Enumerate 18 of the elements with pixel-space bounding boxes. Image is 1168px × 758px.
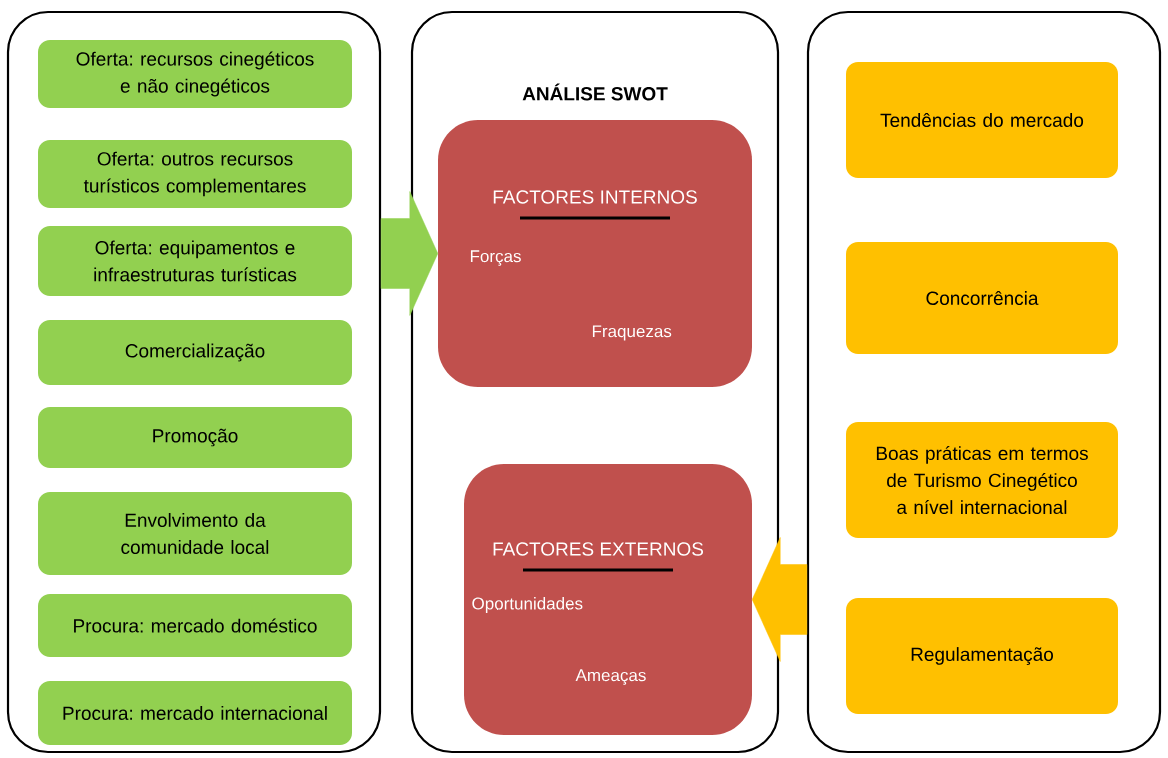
rounded-box: Boas práticas em termos de Turismo Cinegético a nível internacional bbox=[846, 422, 1118, 538]
rounded-box: Procura: mercado internacional bbox=[38, 681, 352, 745]
rounded-box: Procura: mercado doméstico bbox=[38, 594, 352, 657]
rounded-box: Tendências do mercado bbox=[846, 62, 1118, 178]
swot-box: FACTORES EXTERNOS Oportunidades Ameaças bbox=[464, 464, 752, 735]
rounded-box: Envolvimento da comunidade local bbox=[38, 492, 352, 575]
panel bbox=[806, 10, 1162, 754]
rounded-box: Comercialização bbox=[38, 320, 352, 385]
panel bbox=[6, 10, 382, 754]
rounded-box: Oferta: equipamentos e infraestruturas turísticas bbox=[38, 226, 352, 296]
swot-box: FACTORES INTERNOS Forças Fraquezas bbox=[438, 120, 752, 387]
rounded-box: Oferta: recursos cinegéticos e não cinegéticos bbox=[38, 40, 352, 108]
rounded-box: Concorrência bbox=[846, 242, 1118, 354]
block-arrow bbox=[751, 537, 808, 662]
block-arrow bbox=[380, 191, 439, 316]
rounded-box: Oferta: outros recursos turísticos complementares bbox=[38, 140, 352, 208]
rounded-box: Regulamentação bbox=[846, 598, 1118, 714]
rounded-box: Promoção bbox=[38, 407, 352, 468]
